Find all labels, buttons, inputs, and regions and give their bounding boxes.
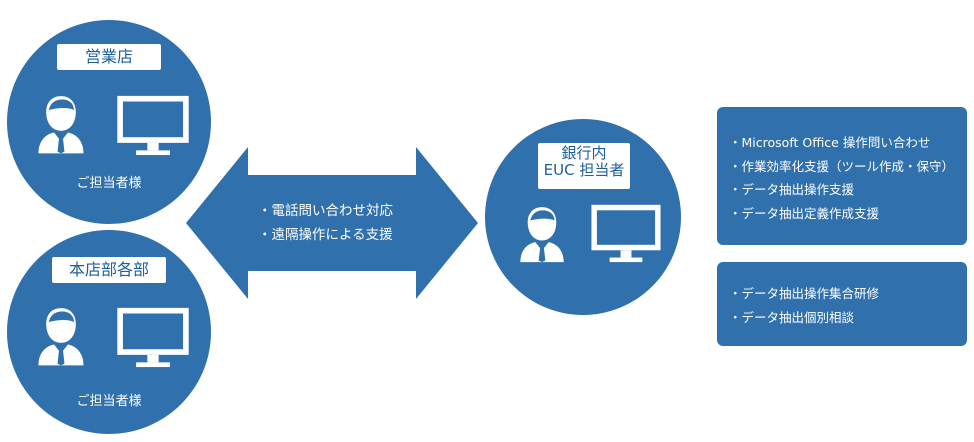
store-caption: ご担当者様 (76, 176, 142, 191)
double-arrow (186, 147, 478, 299)
monitor-icon (591, 204, 661, 263)
store-circle: 営業店 ご担当者様 (7, 20, 211, 224)
monitor-icon (117, 307, 189, 368)
arrow-line-1: ・電話問い合わせ対応 (258, 203, 393, 219)
euc-title-line1: 銀行内 (561, 144, 607, 162)
person-icon (38, 308, 84, 366)
services-bottom-box: データ抽出操作集合研修 データ抽出個別相談 (717, 262, 967, 346)
services-bottom-item: データ抽出個別相談 (729, 306, 967, 330)
person-icon (520, 207, 564, 263)
services-top-item: データ抽出操作支援 (729, 178, 967, 202)
head-office-circle: 本店部各部 ご担当者様 (7, 230, 211, 434)
euc-title: 銀行内 EUC 担当者 (538, 143, 630, 189)
arrow-line-2: ・遠隔操作による支援 (258, 227, 393, 243)
person-icon (38, 96, 84, 154)
euc-title-line2: EUC 担当者 (543, 161, 625, 180)
services-bottom-list: データ抽出操作集合研修 データ抽出個別相談 (729, 282, 967, 329)
services-top-list: Microsoft Office 操作問い合わせ 作業効率化支援（ツール作成・保… (729, 131, 967, 225)
services-top-item: 作業効率化支援（ツール作成・保守） (729, 155, 967, 179)
arrow-text: ・電話問い合わせ対応 ・遠隔操作による支援 (258, 199, 393, 247)
store-title: 営業店 (57, 44, 161, 70)
services-top-item: Microsoft Office 操作問い合わせ (729, 131, 967, 155)
head-office-title: 本店部各部 (52, 257, 166, 283)
monitor-icon (117, 95, 189, 156)
services-top-item: データ抽出定義作成支援 (729, 202, 967, 226)
head-office-caption: ご担当者様 (76, 394, 142, 409)
services-bottom-item: データ抽出操作集合研修 (729, 282, 967, 306)
services-top-box: Microsoft Office 操作問い合わせ 作業効率化支援（ツール作成・保… (717, 107, 967, 245)
euc-circle: 銀行内 EUC 担当者 (485, 119, 681, 315)
